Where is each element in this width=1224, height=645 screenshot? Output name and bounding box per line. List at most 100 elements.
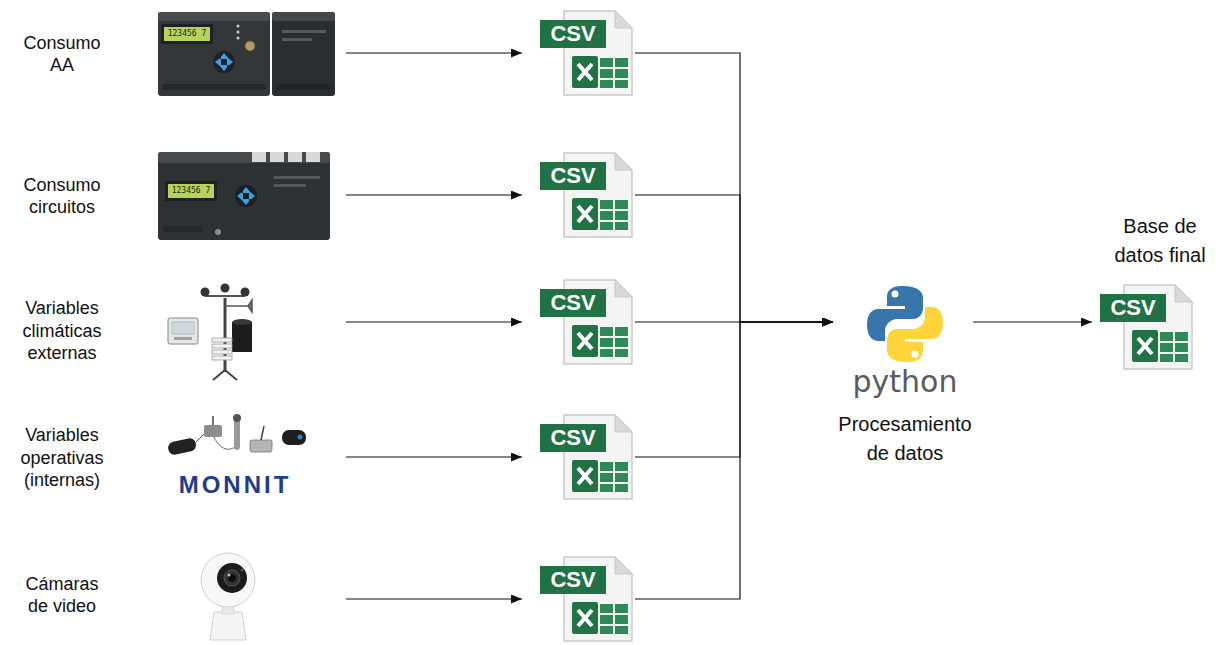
csv-file-icons-part (540, 557, 632, 641)
python-logo (867, 286, 943, 362)
text-slot: MONNIT (170, 472, 300, 498)
weather-station-part (212, 344, 232, 348)
node-sublabel: 123456 7 (168, 184, 214, 198)
energy-meter-part (237, 31, 240, 34)
arrow-connector (635, 53, 833, 322)
csv-file: CSV (540, 414, 634, 500)
weather-station-node: Variables climáticas externas (16, 280, 336, 382)
arrow-connector (346, 598, 522, 599)
security-camera-part (224, 570, 240, 586)
energy-meter-part (215, 53, 233, 71)
circuit-meter-part (274, 184, 306, 187)
csv-file-icons-part (540, 280, 632, 364)
node-label: CSV (540, 162, 606, 190)
weather-station-part (241, 288, 250, 297)
weather-station-part (232, 322, 252, 352)
wireless-sensors (167, 414, 306, 456)
circuit-meter-part (274, 176, 320, 179)
energy-meter-part (282, 38, 312, 41)
node-sublabel: CSV (1100, 294, 1166, 322)
weather-station (168, 284, 252, 381)
node-sublabel: 123456 7 (164, 27, 210, 41)
security-camera-part (217, 563, 247, 593)
energy-meter-part (164, 27, 210, 41)
node-sublabel: MONNIT (170, 472, 300, 498)
python-logo-part-part (887, 307, 943, 362)
node-label: Consumo AA (16, 32, 108, 77)
weather-station-part (174, 337, 192, 340)
wireless-sensors-part (214, 437, 236, 449)
node-label: Variables operativas (internas) (16, 424, 108, 492)
node-label: CSV (540, 566, 606, 594)
energy-meter-part (162, 84, 266, 90)
weather-station-part (221, 284, 230, 293)
weather-station-part (212, 350, 232, 354)
weather-station-part (212, 356, 232, 360)
python-logo-part-part (912, 351, 919, 358)
connector-group (346, 53, 1092, 599)
python-node: pythonProcesamiento de datos (845, 282, 965, 402)
wireless-sensors-part (261, 426, 264, 440)
text-slot: CSV (540, 566, 606, 594)
text-slot: Base de datos final (1100, 212, 1220, 270)
node-sublabel: Procesamiento de datos (830, 410, 980, 468)
arrow-connector (973, 321, 1092, 322)
text-slot: Variables operativas (internas) (16, 412, 108, 504)
sensor-node: Variables operativas (internas) MONNIT (16, 412, 336, 504)
weather-station-part (168, 318, 198, 344)
csv-file: CSV (540, 556, 634, 642)
text-slot: CSV (540, 424, 606, 452)
csv-file-icons-part (540, 153, 632, 237)
arrow-connector (635, 322, 833, 457)
circuit-meter-part (306, 152, 320, 162)
node-label: CSV (540, 424, 606, 452)
arrow-connector (635, 322, 833, 599)
arrow-connector (346, 321, 522, 322)
circuit-meter-part (237, 187, 255, 205)
circuit-meter-part (270, 152, 284, 162)
weather-station-part (205, 295, 245, 297)
text-slot: CSV (540, 20, 606, 48)
circuit-meter-part (158, 152, 330, 163)
wireless-sensors-part (282, 430, 306, 445)
text-slot: Procesamiento de datos (830, 410, 980, 470)
security-camera-part (228, 574, 236, 582)
node-label: Cámaras de video (16, 573, 108, 618)
csv-file: CSV (540, 10, 634, 96)
text-slot: Variables climáticas externas (16, 280, 108, 382)
csv-file-icons-part (540, 415, 632, 499)
node-label: Consumo circuitos (16, 174, 108, 219)
circuit-meter-part (158, 152, 330, 240)
energy-meter-part (158, 12, 270, 21)
python-logo-part (892, 291, 899, 298)
energy-meter-part (161, 24, 213, 44)
energy-meter-part (282, 30, 326, 33)
node-label: CSV (540, 289, 606, 317)
wireless-sensors-part (167, 437, 197, 456)
circuit-meter-part (162, 226, 202, 232)
text-slot: Cámaras de video (16, 548, 108, 642)
wireless-sensors-part (250, 440, 272, 452)
energy-meter-part (245, 41, 255, 51)
wireless-sensors-part (212, 416, 214, 425)
circuit-meter-part (168, 184, 214, 198)
circuit-meter-part (288, 152, 302, 162)
arrow-connector (346, 194, 522, 195)
python-logo-part (887, 307, 943, 362)
energy-meter-part (237, 25, 240, 28)
circuit-meter-part (252, 152, 266, 162)
security-camera (201, 553, 255, 640)
weather-station-part (213, 370, 225, 380)
circuit-meter-part (235, 185, 257, 207)
energy-meter-node: Consumo AA 123456 7 (16, 10, 336, 98)
weather-station-part (232, 319, 252, 325)
text-slot: CSV (1100, 294, 1166, 322)
csv-file: CSV (540, 152, 634, 238)
text-slot: CSV (540, 289, 606, 317)
weather-station-part (172, 322, 194, 334)
csv-file-icons-part (540, 11, 632, 95)
weather-station-part (224, 298, 227, 372)
arrow-connector (346, 52, 522, 53)
